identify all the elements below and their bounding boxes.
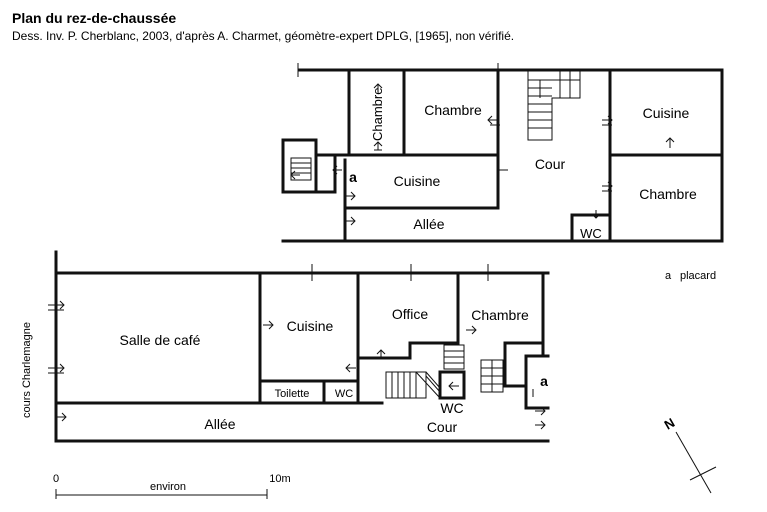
lower-stair-left (385, 371, 441, 399)
street-label: cours Charlemagne (21, 322, 33, 418)
lower-door-arrows (48, 300, 546, 430)
legend-marker: a (665, 270, 672, 282)
marker-a-lower: a (540, 373, 548, 389)
room-label-cuisine-lower: Cuisine (287, 318, 334, 334)
upper-building (281, 63, 724, 243)
upper-side-stair (290, 157, 312, 181)
scale-zero: 0 (53, 473, 59, 485)
room-label-allee-lower: Allée (204, 416, 235, 432)
marker-a-upper: a (349, 169, 357, 185)
room-label-chambre-upper: Chambre (424, 102, 482, 118)
plan-title: Plan du rez-de-chaussée (12, 10, 176, 26)
lower-stair-right (480, 359, 504, 393)
room-label-chambre-vertical: Chambre (370, 88, 385, 141)
scale-bar (55, 489, 268, 499)
room-label-wc-lower: WC (440, 400, 463, 416)
north-arrow-icon (675, 431, 717, 494)
scale-label: environ (150, 481, 186, 493)
north-label: N (662, 415, 678, 433)
room-label-wc-small: WC (335, 388, 353, 400)
room-label-cour-lower: Cour (427, 419, 458, 435)
room-label-office: Office (392, 306, 429, 322)
lower-stair-middle (443, 344, 465, 370)
upper-courtyard-stair (527, 69, 581, 141)
upper-door-arrows (290, 83, 675, 226)
room-label-allee-upper: Allée (413, 216, 444, 232)
legend-text: placard (680, 270, 716, 282)
room-label-cour-upper: Cour (535, 156, 566, 172)
room-label-toilette: Toilette (275, 388, 310, 400)
room-label-cuisine-upper-left: Cuisine (394, 173, 441, 189)
room-label-cuisine-upper-right: Cuisine (643, 105, 690, 121)
room-label-chambre-lower: Chambre (471, 307, 529, 323)
plan-subtitle: Dess. Inv. P. Cherblanc, 2003, d'après A… (12, 29, 514, 43)
room-label-salle-de-cafe: Salle de café (120, 332, 201, 348)
scale-max: 10m (269, 473, 290, 485)
room-label-wc-upper: WC (580, 226, 602, 241)
room-label-chambre-upper-right: Chambre (639, 186, 697, 202)
lower-building (48, 250, 550, 443)
